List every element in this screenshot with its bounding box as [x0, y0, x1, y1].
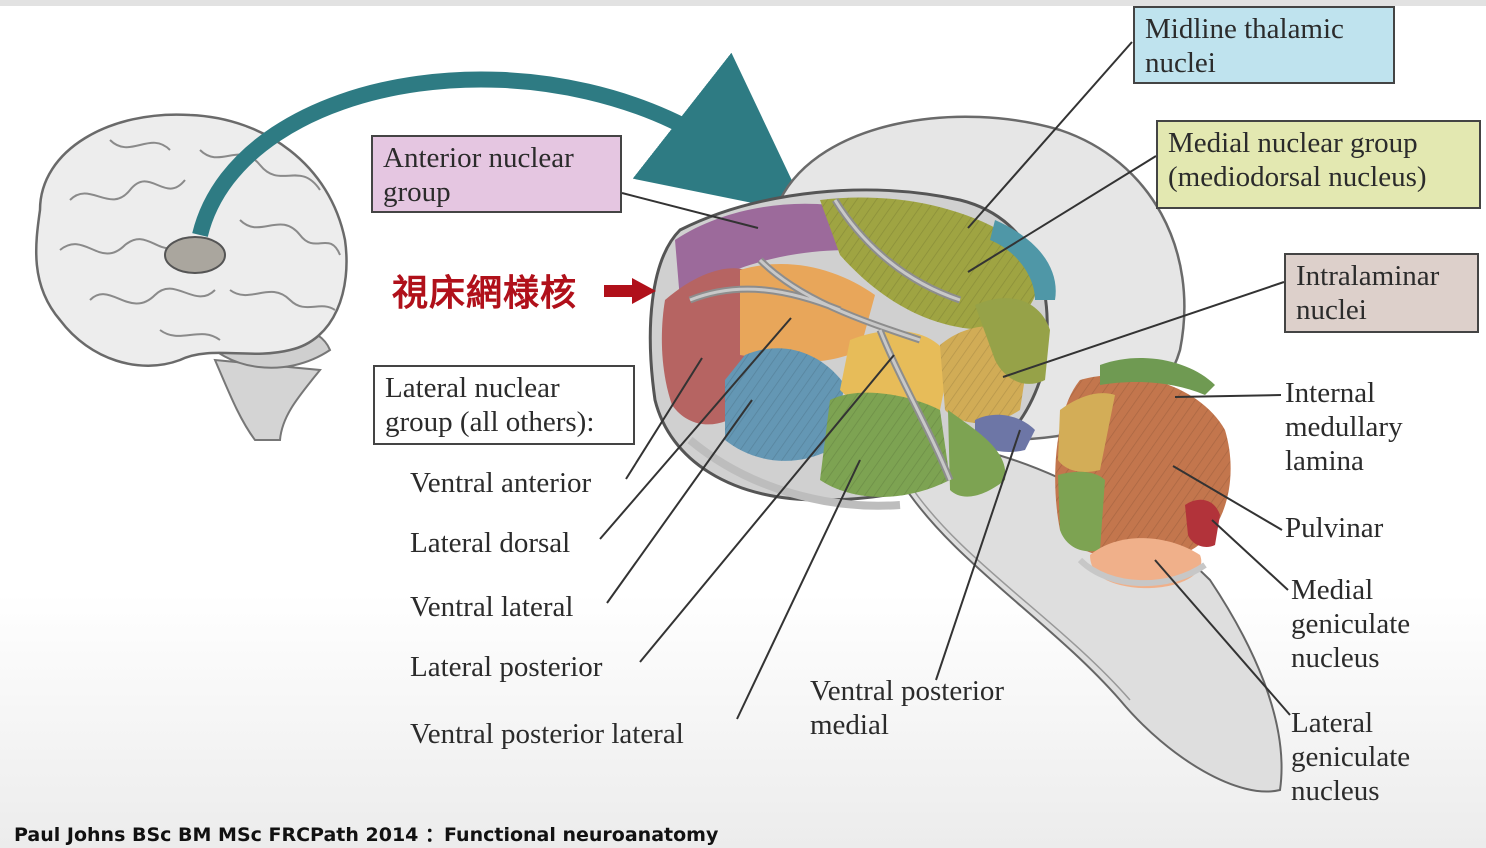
medial-line-1: Medial nuclear group: [1168, 127, 1418, 159]
label-lateral-geniculate: Lateral geniculate nucleus: [1291, 706, 1410, 808]
medial-nuclear-group-box: Medial nuclear group (mediodorsal nucleu…: [1156, 120, 1481, 209]
iml-line-3: lamina: [1285, 445, 1364, 477]
red-arrow-icon: [604, 278, 656, 304]
iml-line-2: medullary: [1285, 411, 1403, 443]
vpm-line-1: Ventral posterior: [810, 675, 1005, 707]
midline-line-1: Midline thalamic: [1145, 13, 1344, 45]
mgn-line-1: Medial: [1291, 574, 1374, 606]
label-lateral-dorsal: Lateral dorsal: [410, 527, 571, 559]
lateral-nuclear-group-box: Lateral nuclear group (all others):: [373, 365, 635, 445]
intralaminar-line-2: nuclei: [1296, 294, 1367, 326]
iml-line-1: Internal: [1285, 377, 1376, 409]
anterior-line-1: Anterior nuclear: [383, 142, 574, 174]
midline-thalamic-box: Midline thalamic nuclei: [1133, 6, 1395, 84]
intralaminar-line-1: Intralaminar: [1296, 260, 1440, 292]
label-internal-medullary-lamina: Internal medullary lamina: [1285, 376, 1403, 478]
mgn-line-3: nucleus: [1291, 642, 1380, 674]
label-ventral-lateral: Ventral lateral: [410, 591, 574, 623]
label-ventral-anterior: Ventral anterior: [410, 467, 592, 499]
source-credit: Paul Johns BSc BM MSc FRCPath 2014 ：Func…: [14, 824, 719, 846]
vpm-line-2: medial: [810, 709, 889, 741]
brain-illustration: [35, 113, 348, 441]
reticular-nucleus-highlight: 視床網様核: [392, 273, 578, 314]
lateral-line-2: group (all others):: [385, 406, 595, 438]
top-strip: [0, 0, 1486, 6]
intralaminar-box: Intralaminar nuclei: [1284, 253, 1479, 333]
mgn-line-2: geniculate: [1291, 608, 1411, 640]
anterior-line-2: group: [383, 176, 451, 208]
lgn-line-1: Lateral: [1291, 707, 1374, 739]
label-ventral-posterior-medial: Ventral posterior medial: [810, 674, 1004, 742]
lgn-line-3: nucleus: [1291, 775, 1380, 807]
anterior-nuclear-group-box: Anterior nuclear group: [371, 135, 622, 213]
label-ventral-posterior-lateral: Ventral posterior lateral: [410, 718, 684, 750]
leader-lines: [599, 41, 1291, 720]
lateral-line-1: Lateral nuclear: [385, 372, 560, 404]
label-medial-geniculate: Medial geniculate nucleus: [1291, 573, 1410, 675]
medial-line-2: (mediodorsal nucleus): [1168, 161, 1427, 193]
label-lateral-posterior: Lateral posterior: [410, 651, 603, 683]
thalamus-illustration: [648, 115, 1283, 793]
label-pulvinar: Pulvinar: [1285, 512, 1384, 544]
pointer-arrow: [192, 52, 809, 237]
midline-line-2: nuclei: [1145, 47, 1216, 79]
lgn-line-2: geniculate: [1291, 741, 1411, 773]
